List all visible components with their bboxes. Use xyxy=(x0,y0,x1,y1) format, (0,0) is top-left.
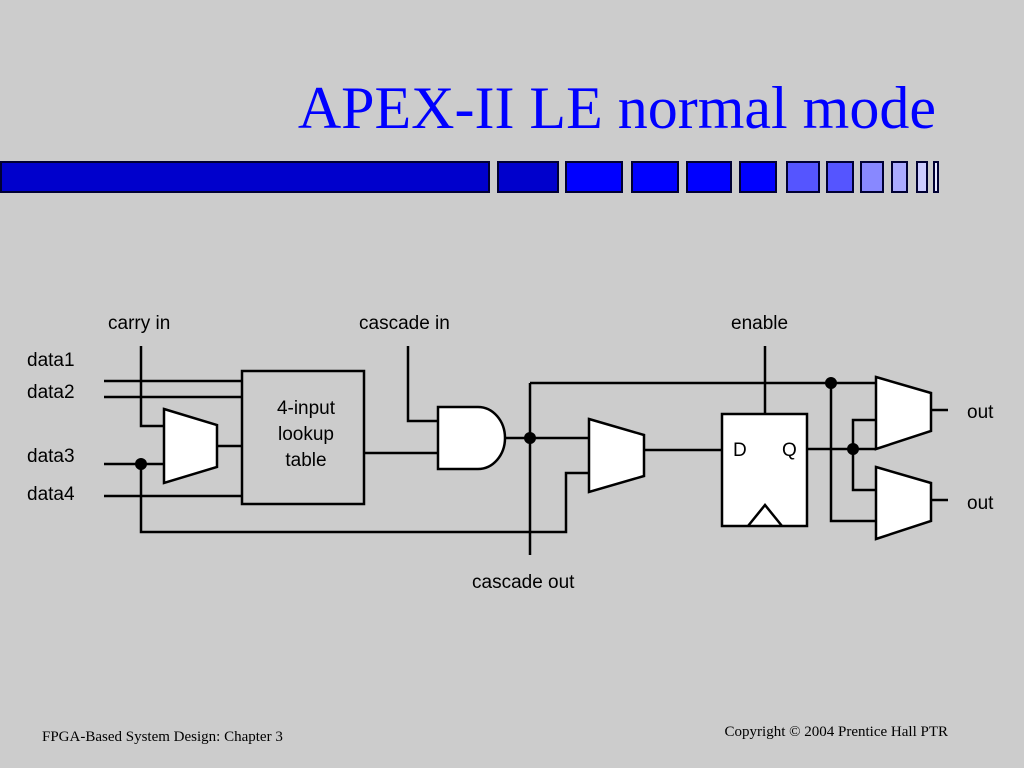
lut-label-line1: 4-input xyxy=(277,398,336,419)
lut-label-line3: table xyxy=(285,450,326,471)
lookup-table-box xyxy=(240,369,366,506)
footer-copyright: Copyright © 2004 Prentice Hall PTR xyxy=(724,724,948,740)
carry-bus-wire xyxy=(139,464,589,534)
junction-dot xyxy=(524,432,536,444)
junction-dot xyxy=(847,443,859,455)
q-branch-wire xyxy=(851,449,876,492)
carry-in-wire xyxy=(139,346,164,428)
data1-label: data1 xyxy=(27,350,75,371)
output-mux-top xyxy=(874,375,933,451)
cascade-mux xyxy=(587,417,646,494)
junction-dot xyxy=(135,458,147,470)
flip-flop-box xyxy=(720,412,809,528)
footer-book-title: FPGA-Based System Design: Chapter 3 xyxy=(42,729,283,745)
junction-dot xyxy=(825,377,837,389)
out-top-label: out xyxy=(967,402,994,423)
enable-label: enable xyxy=(731,313,788,334)
flip-flop-q-label: Q xyxy=(782,440,797,461)
out-bottom-label: out xyxy=(967,493,994,514)
lut-label-line2: lookup xyxy=(278,424,334,445)
slide-title: APEX-II LE normal mode xyxy=(297,75,936,141)
data3-label: data3 xyxy=(27,446,75,467)
carry-in-label: carry in xyxy=(108,313,170,334)
output-mux-bottom xyxy=(874,465,933,541)
data2-label: data2 xyxy=(27,382,75,403)
carry-mux xyxy=(162,407,219,485)
data4-label: data4 xyxy=(27,484,75,505)
cascade-in-wire xyxy=(406,346,438,423)
bypass-lower-wire xyxy=(829,383,876,523)
flip-flop-d-label: D xyxy=(733,440,747,461)
q-branch-top-wire xyxy=(851,418,876,449)
cascade-and-gate xyxy=(436,405,507,471)
cascade-in-label: cascade in xyxy=(359,313,450,334)
clock-triangle xyxy=(747,503,783,527)
cascade-out-label: cascade out xyxy=(472,572,575,593)
